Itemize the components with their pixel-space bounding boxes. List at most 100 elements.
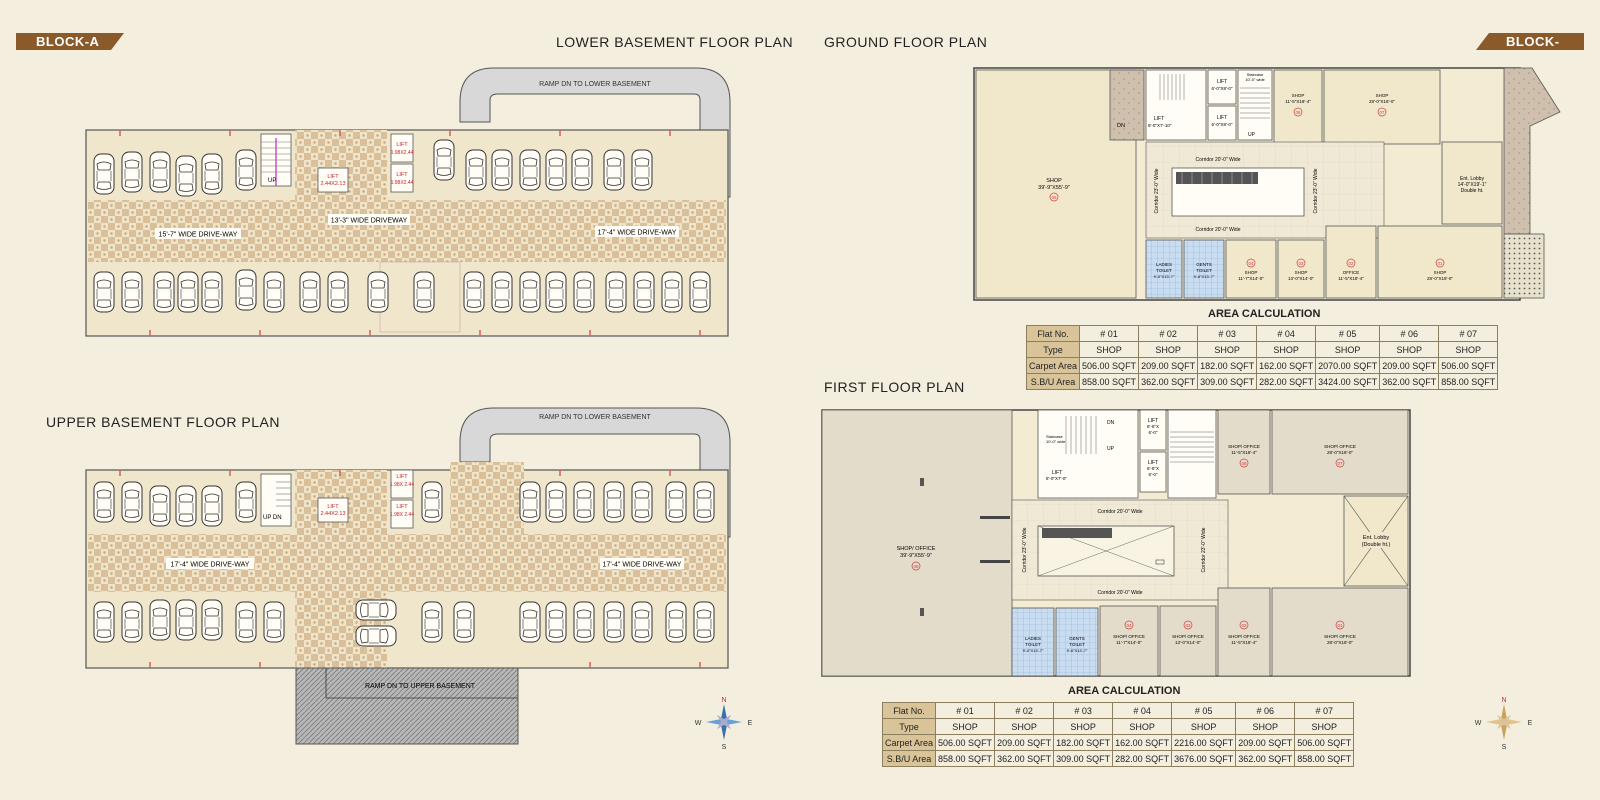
table-cell: SHOP	[1379, 341, 1440, 358]
table-cell: SHOP	[935, 718, 996, 735]
gf-lobby-size: 14'-0"X19'-1"	[1458, 182, 1487, 188]
table-cell: SHOP	[1171, 718, 1237, 735]
upper-drive-left: 17'-4" WIDE DRIVE-WAY	[171, 562, 250, 569]
table-header-row: Flat No. # 01 # 02 # 03 # 04 # 05 # 06 #…	[1025, 325, 1499, 342]
gf-lift-c-size: 8'-0"X7'-10"	[1148, 123, 1172, 128]
gf-corridor-right: Corridor 23'-0" Wide	[1313, 168, 1319, 213]
gf-shop02-num: 02	[1348, 261, 1354, 266]
table-cell: SHOP	[1197, 341, 1258, 358]
table-cell: Carpet Area	[1025, 357, 1081, 374]
table-header-row: Flat No. # 01 # 02 # 03 # 04 # 05 # 06 #…	[881, 702, 1355, 719]
gf-shop07: SHOP	[1376, 93, 1389, 98]
table-cell: 362.00 SQFT	[1235, 750, 1296, 767]
upper-lift2-size: 1.98X 2.44	[390, 482, 414, 488]
table-cell: SHOP	[1079, 341, 1140, 358]
table-cell: Flat No.	[1025, 325, 1081, 342]
gf-lift-c: LIFT	[1154, 116, 1164, 122]
table-cell: 506.00 SQFT	[935, 734, 996, 751]
gf-shop02: OFFICE	[1343, 270, 1360, 275]
table-cell: # 05	[1171, 702, 1237, 719]
table-cell: 362.00 SQFT	[1379, 373, 1440, 390]
ff-corridor-left: Corridor 23'-0" Wide	[1022, 527, 1028, 572]
ff-office01: SHOP/ OFFICE	[1324, 634, 1356, 639]
table-cell: 282.00 SQFT	[1112, 750, 1173, 767]
table-cell: # 02	[994, 702, 1055, 719]
gf-shop03-size: 13'-0"X14'-0"	[1288, 276, 1314, 281]
ff-lift-b-size: 6'-6"X	[1147, 466, 1159, 471]
ff-up-label: UP	[1107, 446, 1115, 452]
upper-lift1: LIFT	[327, 504, 339, 510]
ff-lobby-note: (Double ht.)	[1362, 542, 1391, 548]
ff-office04-size: 11'-7"X14'-0"	[1116, 640, 1142, 645]
table-cell: # 04	[1256, 325, 1317, 342]
gf-shop04-size: 11'-7"X14'-0"	[1238, 276, 1264, 281]
first-floor-title: FIRST FLOOR PLAN	[824, 379, 965, 395]
table-cell: 858.00 SQFT	[1079, 373, 1140, 390]
ff-office07: SHOP/ OFFICE	[1324, 444, 1356, 449]
compass-s: S	[722, 744, 727, 750]
gf-ladies-size: 9'-0"X13'-7"	[1154, 274, 1175, 279]
table-row: Type SHOP SHOP SHOP SHOP SHOP SHOP SHOP	[881, 718, 1355, 735]
lower-lift2: LIFT	[396, 142, 408, 148]
first-floor-plan: SHOP/ OFFICE 39'-9"X55'-9" 05 Staircase …	[821, 409, 1411, 677]
gf-gents: GENTS	[1196, 262, 1212, 267]
gf-shop01-size: 28'-0"X18'-0"	[1427, 276, 1453, 281]
gf-ladies-toilet: TOILET	[1156, 268, 1172, 273]
lower-lift3-size: 1.98X2.44	[391, 180, 414, 186]
lower-drive-right: 17'-4" WIDE DRIVE-WAY	[598, 230, 677, 237]
table-cell: # 01	[1079, 325, 1140, 342]
table-cell: SHOP	[1315, 341, 1381, 358]
table-cell: 858.00 SQFT	[1294, 750, 1355, 767]
upper-lift1-size: 2.44X2.13	[320, 511, 345, 517]
gf-corridor-top: Corridor 20'-0" Wide	[1196, 157, 1241, 163]
ground-area-title: AREA CALCULATION	[1208, 308, 1321, 320]
upper-drive-right: 17'-4" WIDE DRIVE-WAY	[603, 562, 682, 569]
table-cell: SHOP	[1112, 718, 1173, 735]
table-cell: SHOP	[1294, 718, 1355, 735]
gf-corridor-bottom: Corridor 20'-0" Wide	[1196, 227, 1241, 233]
gf-shop05-num: 05	[1051, 195, 1057, 200]
table-cell: # 02	[1138, 325, 1199, 342]
upper-lift2: LIFT	[396, 474, 408, 480]
ff-office05-num: 05	[913, 564, 919, 569]
gf-lobby-note: Double ht.	[1461, 188, 1484, 194]
table-cell: Carpet Area	[881, 734, 937, 751]
ff-office06-size: 11'-5"X18'-4"	[1231, 450, 1257, 455]
table-cell: 182.00 SQFT	[1197, 357, 1258, 374]
gf-shop06-size: 11'-5"X18'-4"	[1285, 99, 1311, 104]
block-badge-right: BLOCK-A	[1476, 33, 1584, 50]
table-cell: 282.00 SQFT	[1256, 373, 1317, 390]
table-cell: 309.00 SQFT	[1053, 750, 1114, 767]
table-cell: 2070.00 SQFT	[1315, 357, 1381, 374]
table-cell: 362.00 SQFT	[994, 750, 1055, 767]
table-cell: S.B/U Area	[881, 750, 937, 767]
table-cell: 506.00 SQFT	[1438, 357, 1499, 374]
ff-office05-size: 39'-9"X55'-9"	[900, 553, 932, 559]
table-cell: 858.00 SQFT	[935, 750, 996, 767]
lower-ramp-label: RAMP DN TO LOWER BASEMENT	[539, 81, 651, 88]
gf-lobby: Ent. Lobby	[1460, 176, 1484, 182]
gf-gents-toilet: TOILET	[1196, 268, 1212, 273]
table-cell: SHOP	[1138, 341, 1199, 358]
compass-w: W	[695, 720, 702, 727]
compass-e: E	[748, 720, 753, 727]
upper-basement-plan: RAMP DN TO LOWER BASEMENT 17'-4" WIDE DR…	[85, 407, 731, 745]
upper-ramp-top: RAMP DN TO LOWER BASEMENT	[539, 414, 651, 421]
ff-office03: SHOP/ OFFICE	[1172, 634, 1204, 639]
table-row: Carpet Area 506.00 SQFT 209.00 SQFT 182.…	[1025, 357, 1499, 374]
table-cell: # 07	[1438, 325, 1499, 342]
gf-staircase: Staircase	[1247, 72, 1264, 77]
gf-shop04: SHOP	[1245, 270, 1258, 275]
lower-basement-plan: RAMP DN TO LOWER BASEMENT 15'-7" WIDE DR…	[85, 67, 731, 337]
gf-shop07-num: 07	[1379, 110, 1385, 115]
ff-office02: SHOP/ OFFICE	[1228, 634, 1260, 639]
table-cell: 3424.00 SQFT	[1315, 373, 1381, 390]
gf-ladies: LADIES	[1156, 262, 1172, 267]
gf-dn-label: DN	[1117, 123, 1125, 129]
gf-shop05: SHOP	[1046, 178, 1062, 184]
lower-drive-left: 15'-7" WIDE DRIVE-WAY	[159, 232, 238, 239]
upper-up-dn: UP DN	[263, 515, 282, 521]
ff-office04-num: 04	[1126, 623, 1132, 628]
ff-gents-toilet: TOILET	[1069, 642, 1085, 647]
table-cell: # 03	[1197, 325, 1258, 342]
